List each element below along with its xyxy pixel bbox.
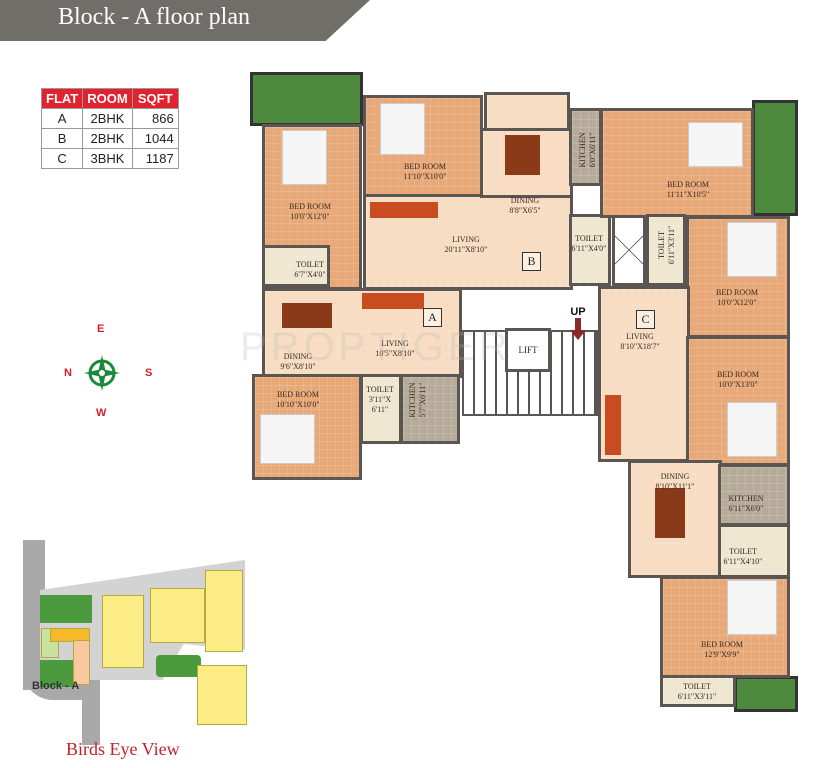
bed-icon	[688, 122, 743, 167]
stair-up-label: UP	[570, 306, 586, 318]
room-toilet	[646, 214, 686, 286]
room-kitchen	[718, 464, 790, 526]
compass-south: S	[145, 367, 153, 379]
flat-tag-b: B	[522, 252, 541, 271]
green-area	[40, 595, 92, 623]
cell: C	[40, 148, 84, 169]
room-toilet	[718, 524, 790, 578]
bed-icon	[727, 580, 777, 635]
arrow-down-icon	[570, 318, 586, 340]
garden-balcony	[250, 72, 363, 126]
planter-area	[484, 92, 570, 132]
compass-west: W	[96, 407, 107, 419]
title-banner: Block - A floor plan	[0, 0, 370, 41]
col-room: ROOM	[82, 88, 133, 109]
bed-icon	[380, 103, 425, 155]
cell: 866	[131, 108, 179, 129]
birds-eye-map	[10, 540, 247, 745]
garden-balcony	[734, 676, 798, 712]
duct-shaft	[612, 214, 646, 286]
dining-table-icon	[655, 488, 685, 538]
col-flat: FLAT	[40, 88, 84, 109]
room-kitchen	[569, 108, 602, 186]
flat-tag-a: A	[423, 308, 442, 327]
dining-table-icon	[282, 303, 332, 328]
col-sqft: SQFT	[131, 88, 179, 109]
green-area	[156, 655, 201, 677]
lift-label: LIFT	[518, 345, 538, 355]
flat-tag-c: C	[636, 310, 655, 329]
room-bedroom	[600, 108, 754, 218]
page-title: Block - A floor plan	[58, 4, 250, 30]
cell: 2BHK	[82, 128, 133, 149]
cell: 1187	[131, 148, 179, 169]
bed-icon	[727, 222, 777, 277]
bed-icon	[260, 414, 315, 464]
building-block	[197, 665, 247, 725]
compass-icon	[84, 355, 120, 391]
garden-balcony	[752, 100, 798, 216]
block-a-flat-c	[73, 640, 90, 685]
room-toilet	[569, 214, 611, 286]
sofa-icon	[605, 395, 621, 455]
bed-icon	[727, 402, 777, 457]
road	[82, 675, 100, 745]
road	[23, 540, 45, 690]
compass-north: N	[64, 367, 72, 379]
compass-rose: E N S W	[64, 322, 153, 419]
sofa-icon	[370, 202, 438, 218]
building-block	[150, 588, 205, 643]
compass-east: E	[97, 323, 105, 335]
room-kitchen	[400, 374, 460, 444]
room-toilet	[262, 245, 330, 287]
green-area	[40, 660, 73, 687]
block-a-flat-b	[50, 628, 90, 642]
sofa-icon	[362, 293, 424, 309]
cell: 2BHK	[82, 108, 133, 129]
building-block	[102, 595, 144, 668]
lift	[505, 328, 551, 372]
dining-table-icon	[505, 135, 540, 175]
cell: 3BHK	[82, 148, 133, 169]
bed-icon	[282, 130, 327, 185]
watermark: PROPTIGER	[240, 325, 512, 369]
birds-eye-title: Birds Eye View	[66, 739, 180, 759]
room-toilet	[660, 675, 736, 707]
room-toilet	[360, 374, 402, 444]
building-block	[205, 570, 243, 652]
block-a-label: Block - A	[32, 680, 80, 692]
